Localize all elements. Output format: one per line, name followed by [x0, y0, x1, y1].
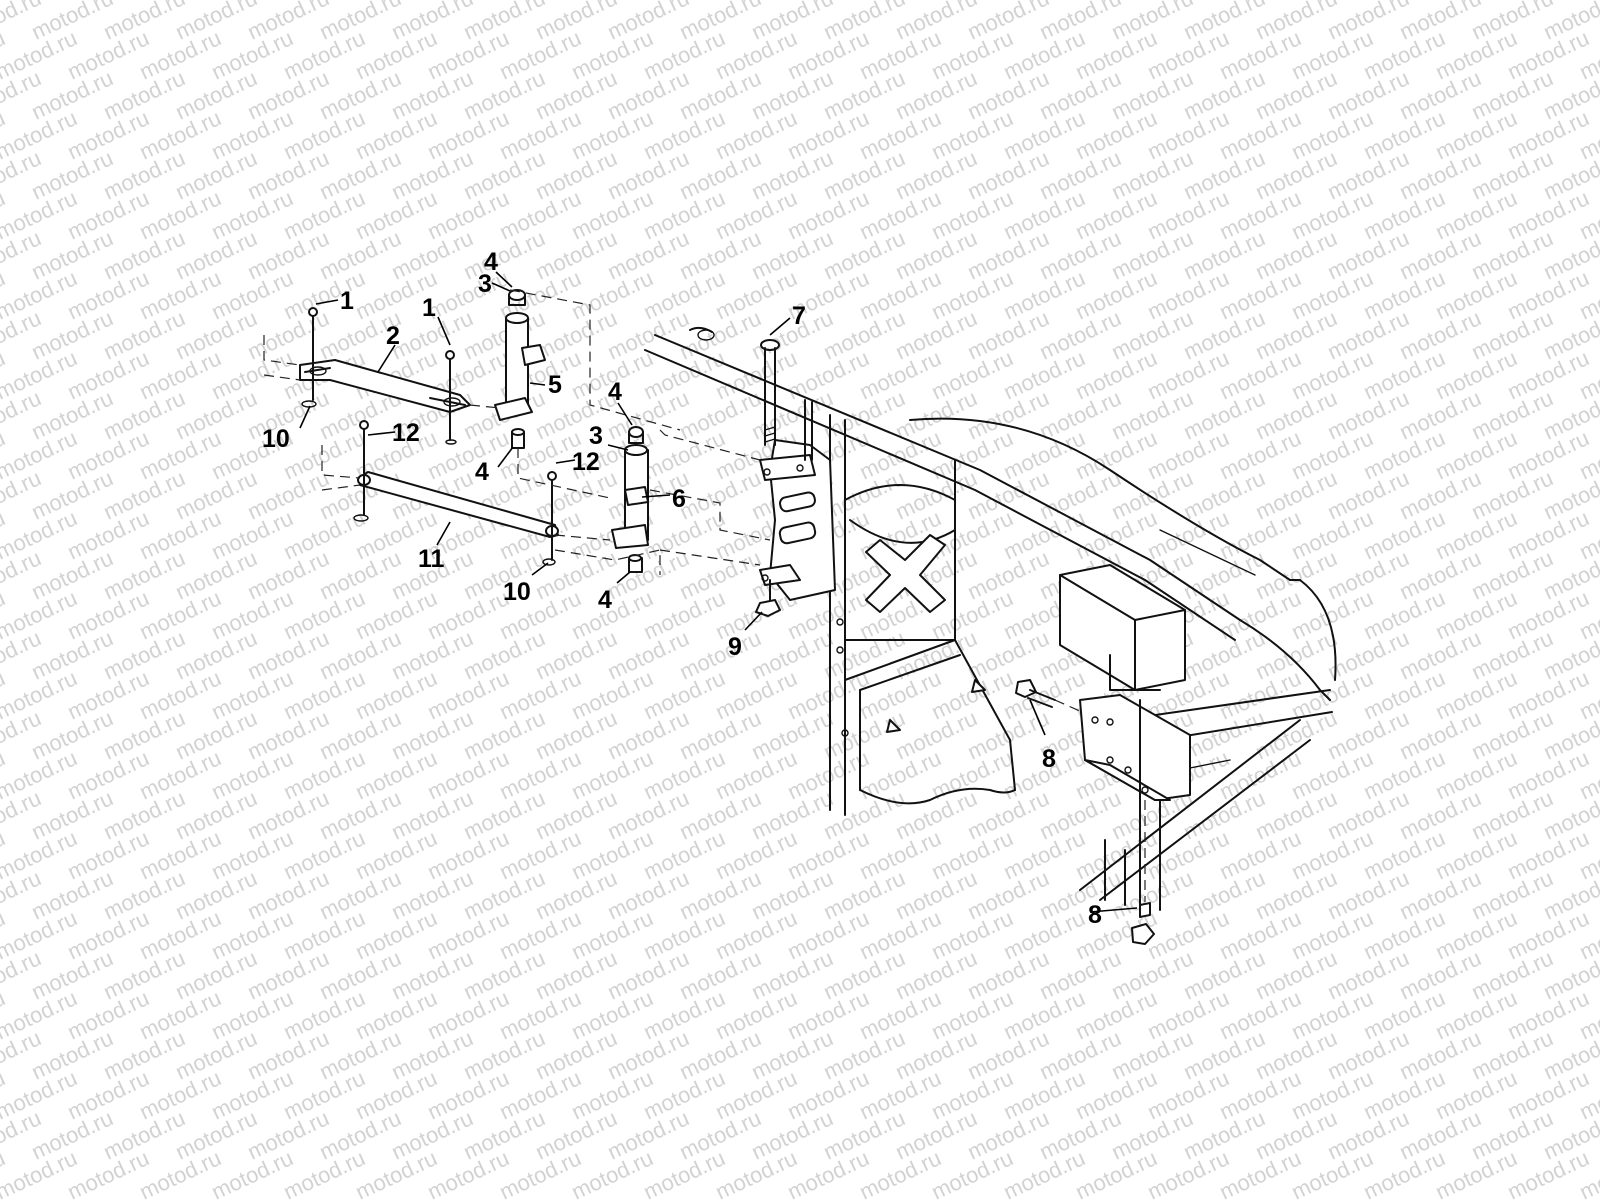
callout-2: 2	[386, 322, 400, 350]
assembly-center-lines	[263, 289, 1146, 902]
callout-8-upper: 8	[1042, 745, 1056, 773]
shock-absorber-upper	[494, 289, 546, 449]
mount-bracket	[759, 399, 836, 601]
callout-9: 9	[728, 633, 742, 661]
watermark-text: motod.ru	[1576, 0, 1600, 5]
callout-11: 11	[418, 545, 445, 573]
adjuster-link	[299, 359, 471, 413]
callout-1-right: 1	[422, 294, 436, 322]
long-bolt	[760, 339, 780, 446]
callout-4-mid-right: 4	[608, 378, 622, 406]
callout-3-lower: 3	[589, 422, 603, 450]
callout-12-lower: 12	[572, 448, 600, 476]
clevis-pins	[301, 307, 457, 445]
rod-pins	[353, 420, 557, 566]
callout-8-lower: 8	[1088, 901, 1102, 929]
callout-1-left: 1	[340, 287, 354, 315]
callout-6: 6	[672, 485, 686, 513]
callout-leaders	[299, 271, 1138, 913]
callout-4-bottom: 4	[598, 586, 612, 614]
callout-10-lower: 10	[503, 578, 531, 606]
callout-3-upper: 3	[478, 270, 492, 298]
callout-numbers: 1 1 2 3 4 5 10 12 4 12 4 3 6 11 10 4 7 9…	[262, 248, 1102, 929]
callout-5: 5	[548, 371, 562, 399]
callout-7: 7	[792, 302, 806, 330]
callout-4-mid-left: 4	[475, 458, 489, 486]
mount-bolt	[1015, 679, 1155, 945]
callout-4-top: 4	[484, 248, 498, 276]
callout-10-upper: 10	[262, 425, 290, 453]
frame-chassis	[644, 326, 1337, 911]
callout-12-upper: 12	[392, 419, 420, 447]
shock-absorber-lower	[611, 426, 649, 573]
